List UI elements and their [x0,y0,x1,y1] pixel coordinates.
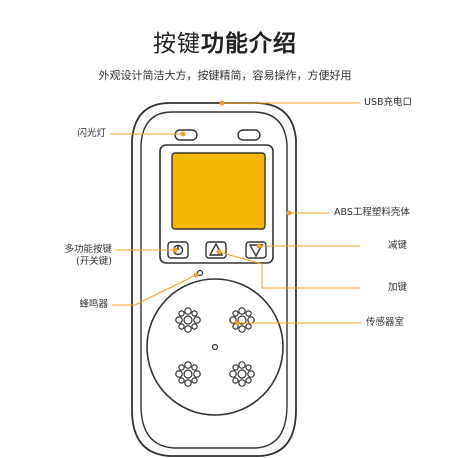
sensor-vent-top-right [229,307,255,333]
flashlight-right [237,129,261,141]
leader-buzzer [112,274,197,306]
label-flashlight: 闪光灯 [77,128,106,139]
label-buzzer: 蜂鸣器 [79,299,108,310]
label-sensor-chamber: 传感器室 [366,317,405,328]
sensor-center-dot [211,343,219,351]
flashlight-left [174,129,198,141]
leader-lines [110,102,362,324]
sensor-vent-top-left [175,307,201,333]
label-plus-button: 加键 [388,282,408,293]
sensor-vent-bottom-left [175,361,201,387]
screen [171,152,266,230]
label-power-button: 多功能按键 (开关键) [40,244,112,268]
label-usb-port: USB充电口 [364,97,413,108]
sensor-chamber [146,278,284,416]
title-bold: 功能介绍 [201,31,297,57]
label-minus-button: 减键 [388,240,408,251]
leader-dots [172,100,292,326]
page-title: 按键功能介绍 [0,24,450,58]
title-light: 按键 [153,31,201,57]
label-power-line1: 多功能按键 [64,244,112,255]
sensor-vent-bottom-right [229,361,255,387]
label-power-line2: (开关键) [76,256,112,267]
page-subtitle: 外观设计简洁大方，按键精简，容易操作，方便好用 [98,69,352,82]
label-abs-shell: ABS工程塑料壳体 [334,207,410,218]
leader-plus [218,251,360,289]
